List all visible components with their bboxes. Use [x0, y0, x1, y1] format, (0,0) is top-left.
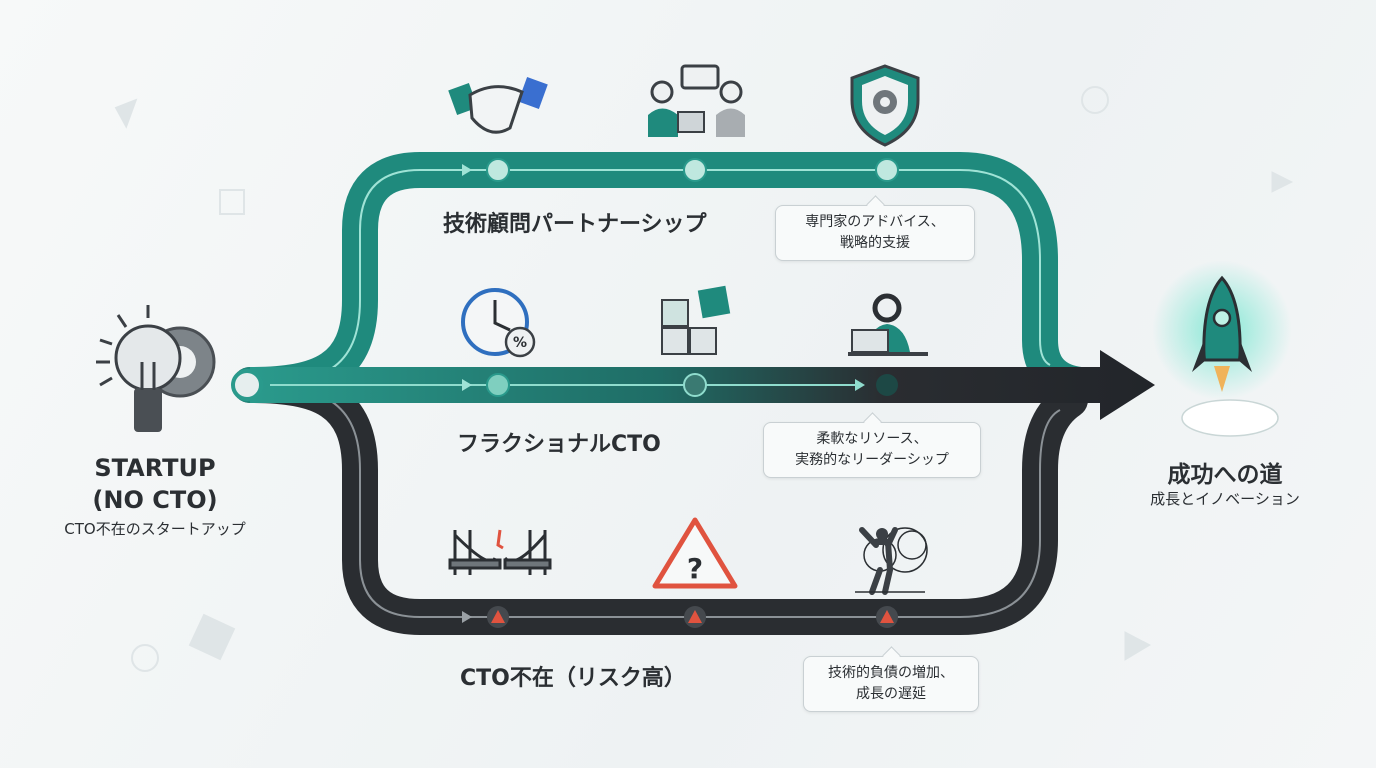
start-title-line1: STARTUP [94, 454, 216, 482]
lightbulb-gear-icon [96, 305, 216, 432]
route-no-cto-note: 技術的負債の増加、 成長の遅延 [803, 656, 979, 712]
meeting-icon [648, 64, 745, 137]
shield-gear-icon [850, 64, 920, 147]
route-fractional-cto-label: フラクショナルCTO [457, 432, 661, 457]
handshake-icon [448, 77, 548, 134]
warning-marker-icon [487, 606, 509, 628]
start-title: STARTUP (NO CTO) [60, 452, 250, 516]
svg-text:?: ? [687, 552, 703, 585]
note-line: 成長の遅延 [856, 686, 926, 702]
clock-percent-icon: % [461, 288, 536, 358]
route-advisor-note: 専門家のアドバイス、 戦略的支援 [775, 205, 975, 261]
decorative-shapes [114, 86, 1294, 672]
warning-marker-icon [876, 606, 898, 628]
note-line: 専門家のアドバイス、 [805, 214, 945, 230]
svg-text:%: % [513, 335, 527, 351]
start-title-line2: (NO CTO) [92, 486, 218, 514]
note-line: 戦略的支援 [840, 235, 910, 251]
rocket-icon [1152, 260, 1292, 437]
broken-bridge-icon [448, 529, 552, 575]
puzzle-icon [661, 285, 731, 355]
note-line: 技術的負債の増加、 [828, 665, 954, 681]
route-no-cto-label: CTO不在（リスク高） [460, 666, 686, 691]
start-subtitle: CTO不在のスタートアップ [64, 520, 246, 538]
goal-title: 成功への道 [1167, 462, 1283, 488]
note-line: 柔軟なリソース、 [816, 431, 928, 447]
route-markers [231, 158, 899, 628]
headset-worker-icon [848, 293, 928, 356]
route-advisor-label: 技術顧問パートナーシップ [443, 212, 707, 237]
note-line: 実務的なリーダーシップ [795, 452, 949, 468]
route-fractional-cto-note: 柔軟なリソース、 実務的なリーダーシップ [763, 422, 981, 478]
warning-marker-icon [684, 606, 706, 628]
warning-question-icon: ? [652, 517, 738, 589]
tangled-stress-icon [855, 527, 928, 595]
goal-subtitle: 成長とイノベーション [1150, 490, 1300, 508]
start-node [231, 369, 263, 401]
